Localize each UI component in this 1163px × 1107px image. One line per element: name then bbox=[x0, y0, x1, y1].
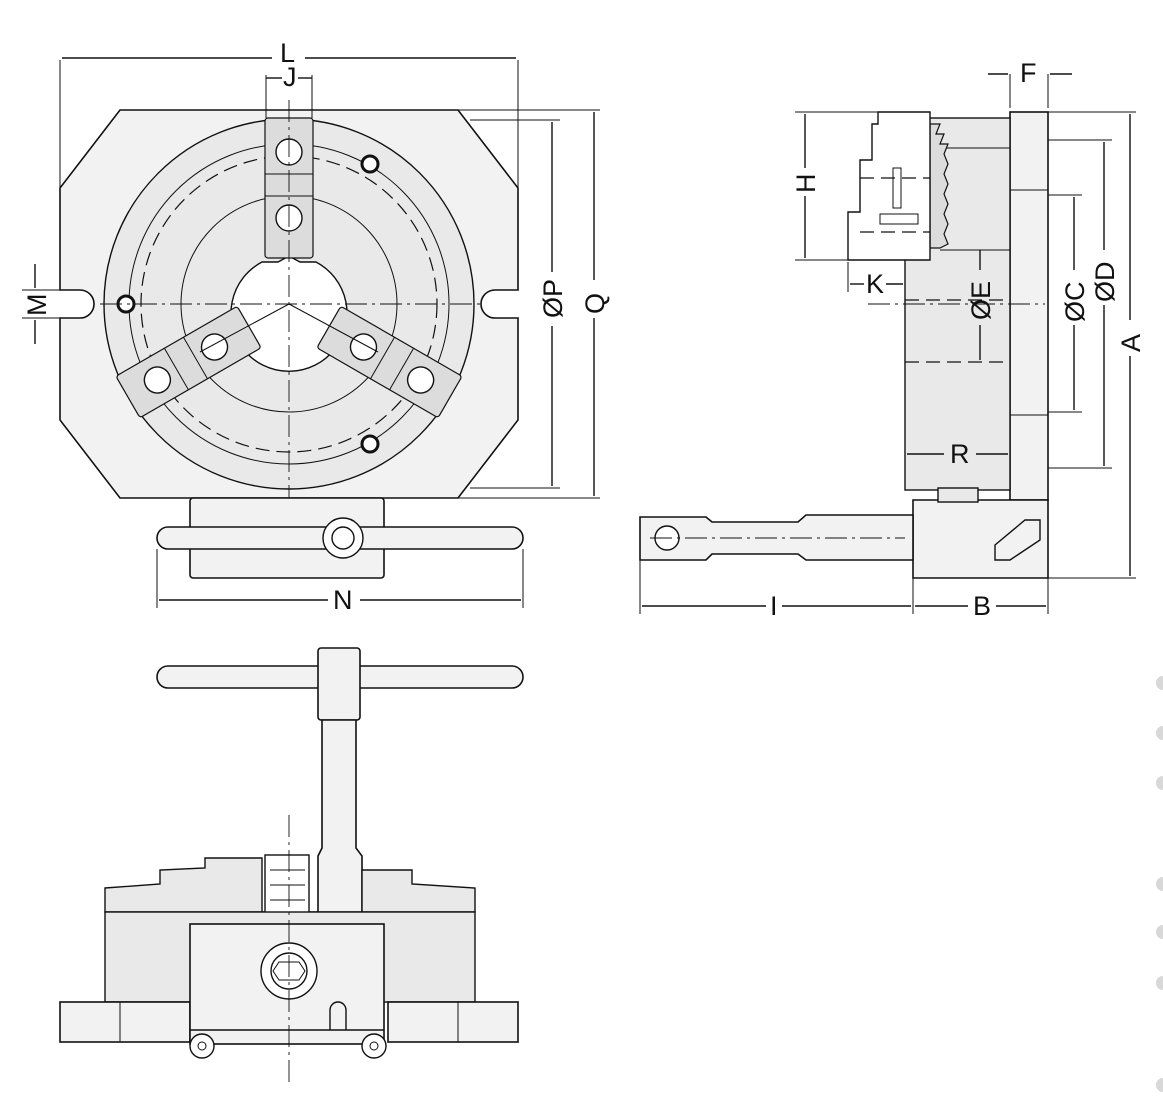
dim-label-H: H bbox=[791, 174, 821, 194]
dim-label-C: ØC bbox=[1060, 282, 1090, 323]
dim-label-E: ØE bbox=[966, 281, 996, 320]
side-clamp-bracket bbox=[912, 499, 1049, 579]
dim-label-R: R bbox=[950, 439, 970, 469]
dim-label-Q: Q bbox=[580, 293, 610, 314]
mount-hole-lower-right bbox=[360, 434, 380, 454]
t-handle-shaft bbox=[317, 719, 363, 925]
side-back-plate bbox=[1009, 111, 1049, 501]
mount-hole-upper-right bbox=[360, 154, 380, 174]
edge-bullets bbox=[1156, 676, 1163, 1092]
dim-label-A: A bbox=[1116, 334, 1146, 352]
dim-label-N: N bbox=[333, 585, 353, 615]
dim-label-K: K bbox=[866, 269, 884, 299]
bottom-base-right bbox=[387, 1001, 519, 1043]
dim-label-P: ØP bbox=[538, 279, 568, 318]
side-handle bbox=[639, 514, 914, 561]
front-view: L J M ØP Q N bbox=[22, 38, 610, 615]
dim-label-I: I bbox=[770, 591, 778, 621]
roller-right bbox=[361, 1033, 387, 1059]
dim-label-F: F bbox=[1020, 58, 1037, 88]
side-view: F H K ØE ØC ØD A bbox=[639, 58, 1146, 621]
dim-label-L: L bbox=[280, 38, 295, 68]
side-jaw bbox=[847, 111, 931, 261]
bottom-view bbox=[59, 647, 524, 1085]
bottom-base-left bbox=[59, 1001, 191, 1043]
roller-left bbox=[189, 1033, 215, 1059]
dim-label-J: J bbox=[283, 62, 297, 92]
t-handle-cap bbox=[317, 647, 361, 721]
dim-label-M: M bbox=[22, 294, 52, 317]
dim-label-B: B bbox=[973, 591, 991, 621]
dim-label-D: ØD bbox=[1090, 262, 1120, 303]
side-jaw-teeth bbox=[929, 123, 949, 249]
